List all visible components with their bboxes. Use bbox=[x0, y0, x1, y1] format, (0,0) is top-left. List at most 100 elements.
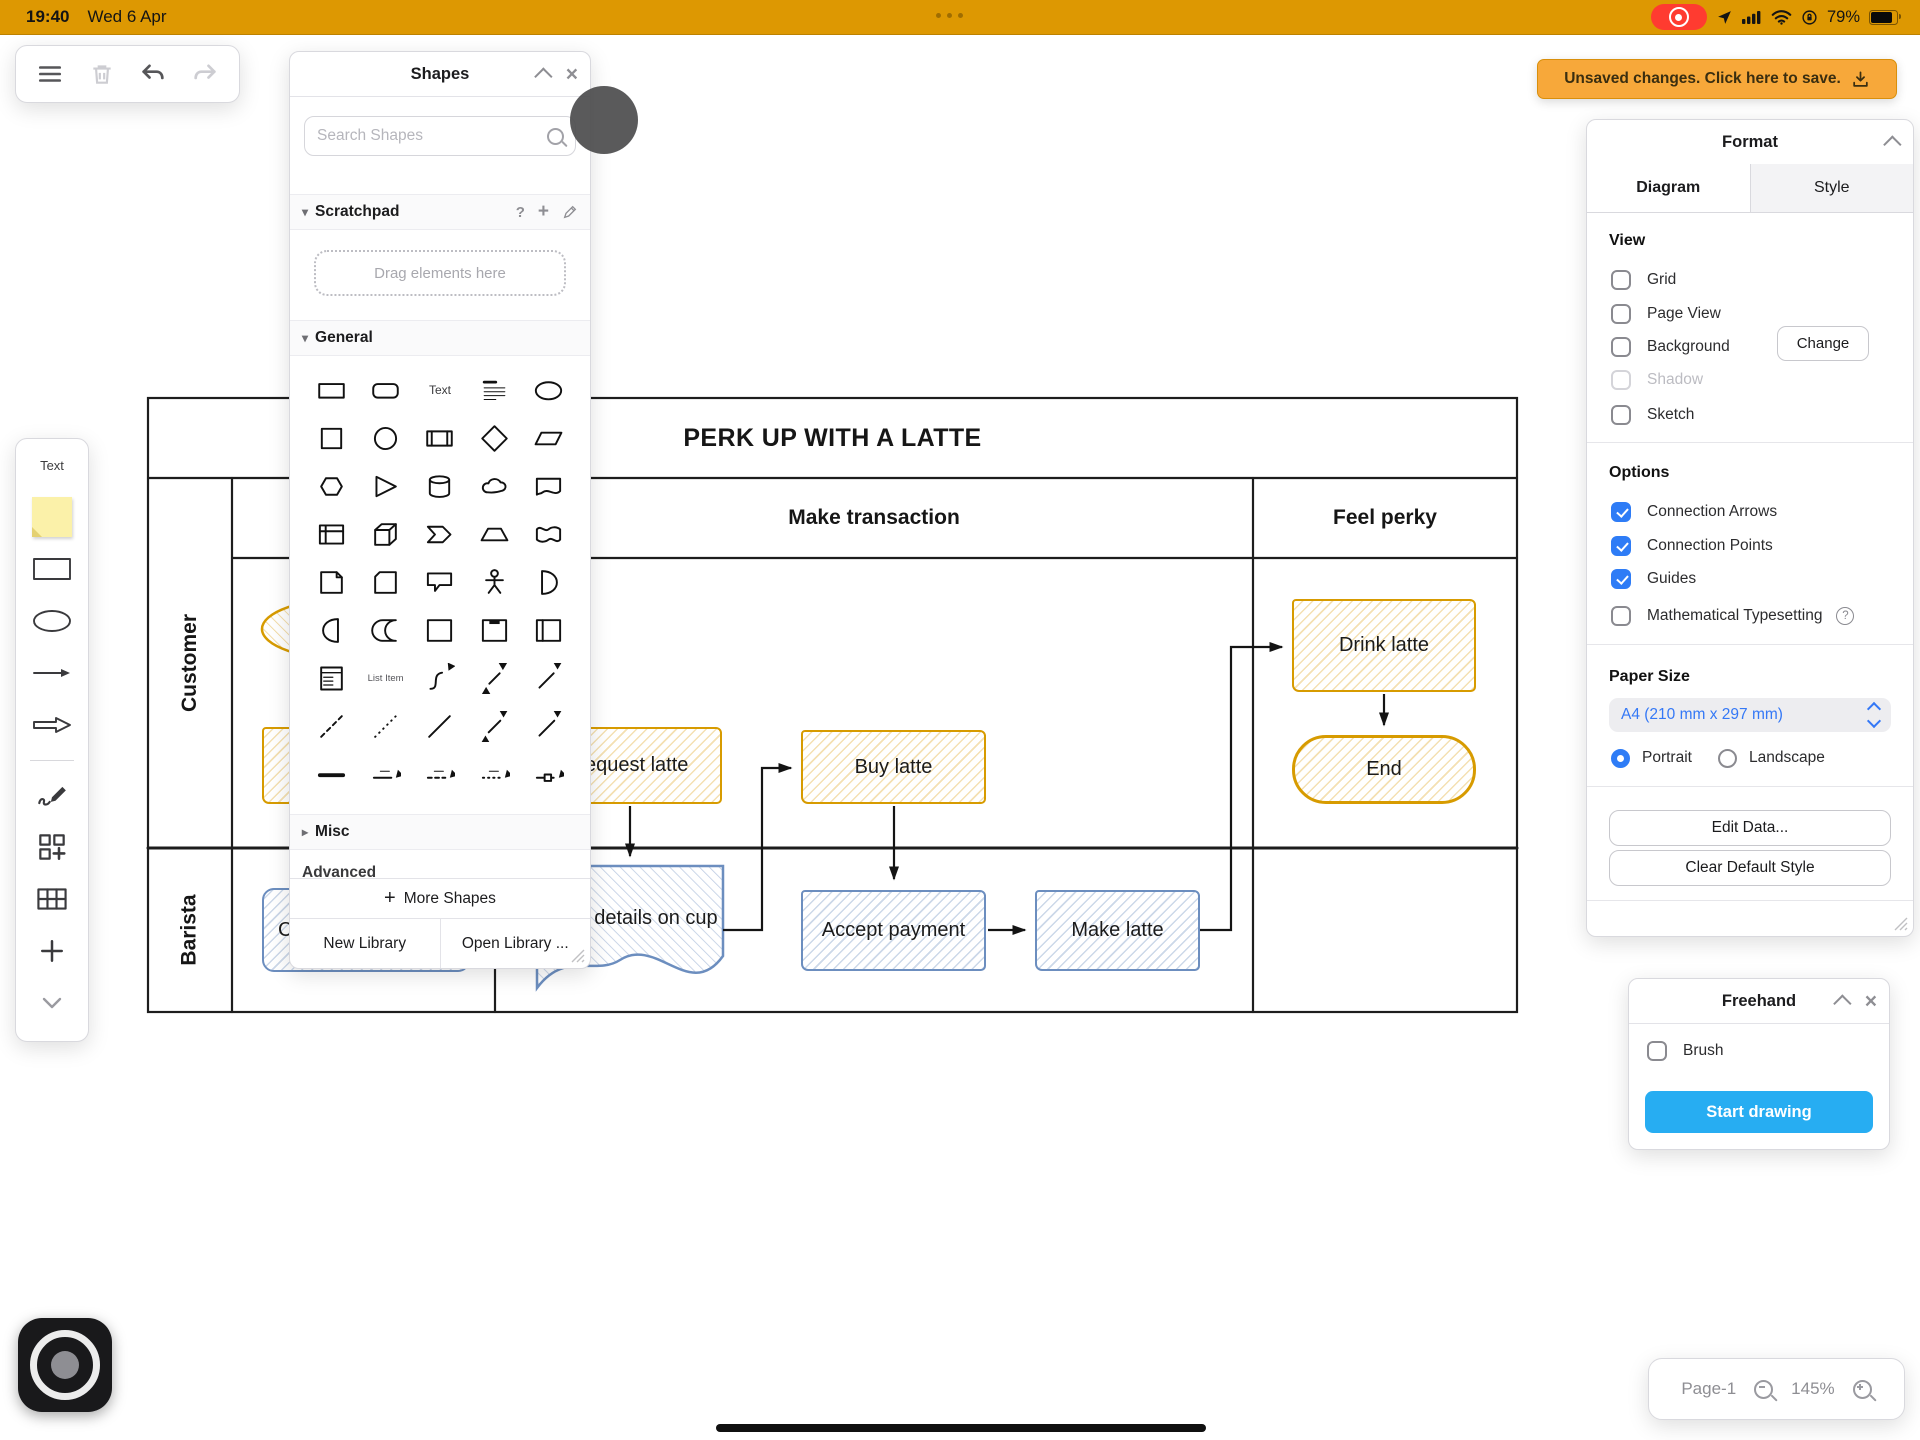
tab-diagram[interactable]: Diagram bbox=[1587, 164, 1750, 212]
shape-or[interactable] bbox=[522, 558, 576, 606]
home-indicator[interactable] bbox=[716, 1424, 1206, 1432]
shape-hexagon[interactable] bbox=[304, 462, 358, 510]
connection-points-checkbox[interactable] bbox=[1611, 536, 1631, 556]
shape-ellipse[interactable] bbox=[522, 366, 576, 414]
shape-dotted-labeled-arrow[interactable] bbox=[467, 750, 521, 798]
freehand-tool[interactable] bbox=[16, 769, 88, 821]
redo-button[interactable] bbox=[188, 57, 222, 91]
resize-handle-icon[interactable] bbox=[1894, 917, 1908, 931]
shape-actor[interactable] bbox=[467, 558, 521, 606]
page-view-checkbox[interactable] bbox=[1611, 304, 1631, 324]
shape-rounded-rectangle[interactable] bbox=[358, 366, 412, 414]
shape-and[interactable] bbox=[304, 606, 358, 654]
zoom-level[interactable]: 145% bbox=[1791, 1379, 1835, 1398]
column-header-make-transaction[interactable]: Make transaction bbox=[788, 506, 960, 529]
shape-trapezoid[interactable] bbox=[467, 510, 521, 558]
shape-document[interactable] bbox=[522, 462, 576, 510]
change-background-button[interactable]: Change bbox=[1777, 326, 1869, 361]
table-tool[interactable] bbox=[16, 873, 88, 925]
paper-size-select[interactable]: A4 (210 mm x 297 mm) bbox=[1609, 698, 1891, 732]
menu-button[interactable] bbox=[33, 57, 67, 91]
shadow-checkbox[interactable] bbox=[1611, 370, 1631, 390]
pool-title[interactable]: PERK UP WITH A LATTE bbox=[683, 423, 982, 452]
shape-textbox[interactable] bbox=[467, 366, 521, 414]
clear-default-style-button[interactable]: Clear Default Style bbox=[1609, 850, 1891, 886]
recording-indicator[interactable] bbox=[1650, 4, 1707, 30]
shape-container[interactable] bbox=[413, 606, 467, 654]
shape-vertical-frame[interactable] bbox=[522, 606, 576, 654]
chevron-down[interactable] bbox=[16, 977, 88, 1029]
shape-bidirectional-connector[interactable] bbox=[467, 702, 521, 750]
shape-process[interactable] bbox=[413, 414, 467, 462]
shape-dashed-line[interactable] bbox=[304, 702, 358, 750]
shape-link-arrow[interactable] bbox=[522, 750, 576, 798]
node-make-latte[interactable]: Make latte bbox=[1035, 890, 1200, 971]
close-icon[interactable]: × bbox=[565, 62, 578, 86]
ellipse-tool[interactable] bbox=[16, 595, 88, 647]
shape-internal-storage[interactable] bbox=[304, 510, 358, 558]
unsaved-changes-banner[interactable]: Unsaved changes. Click here to save. bbox=[1537, 59, 1897, 99]
connection-arrows-checkbox[interactable] bbox=[1611, 502, 1631, 522]
landscape-radio[interactable] bbox=[1717, 748, 1737, 768]
undo-button[interactable] bbox=[136, 57, 170, 91]
shape-step[interactable] bbox=[413, 510, 467, 558]
shape-tape[interactable] bbox=[522, 510, 576, 558]
help-icon[interactable]: ? bbox=[1836, 607, 1855, 625]
help-icon[interactable]: ? bbox=[515, 203, 525, 221]
shape-dotted-line[interactable] bbox=[358, 702, 412, 750]
scratchpad-dropzone[interactable]: Drag elements here bbox=[314, 250, 566, 296]
shape-directional-connector[interactable] bbox=[522, 702, 576, 750]
shape-curve[interactable] bbox=[413, 654, 467, 702]
more-shapes-button[interactable]: + More Shapes bbox=[290, 878, 590, 919]
section-misc[interactable]: ▸ Misc bbox=[290, 814, 590, 850]
edit-pencil-icon[interactable] bbox=[562, 204, 578, 220]
collapse-icon[interactable] bbox=[1883, 134, 1902, 154]
column-header-feel-perky[interactable]: Feel perky bbox=[1333, 506, 1437, 529]
shape-divider[interactable] bbox=[304, 750, 358, 798]
node-drink-latte[interactable]: Drink latte bbox=[1292, 599, 1476, 692]
shape-list-item[interactable]: List Item bbox=[367, 672, 404, 684]
node-accept-payment[interactable]: Accept payment bbox=[801, 890, 986, 971]
shape-square[interactable] bbox=[304, 414, 358, 462]
shape-circle[interactable] bbox=[358, 414, 412, 462]
resize-handle-icon[interactable] bbox=[571, 949, 585, 963]
new-library-button[interactable]: New Library bbox=[323, 934, 407, 952]
shape-parallelogram[interactable] bbox=[522, 414, 576, 462]
add-icon[interactable]: + bbox=[537, 201, 549, 222]
guides-checkbox[interactable] bbox=[1611, 569, 1631, 589]
edit-data-button[interactable]: Edit Data... bbox=[1609, 810, 1891, 846]
search-input[interactable] bbox=[304, 116, 576, 156]
add-shape-tool[interactable] bbox=[16, 821, 88, 873]
shape-dashed-labeled-arrow[interactable] bbox=[413, 750, 467, 798]
open-library-button[interactable]: Open Library ... bbox=[439, 919, 591, 968]
screen-recording-button[interactable] bbox=[18, 1318, 112, 1412]
shape-card[interactable] bbox=[358, 558, 412, 606]
shape-triangle[interactable] bbox=[358, 462, 412, 510]
background-checkbox[interactable] bbox=[1611, 337, 1631, 357]
shape-arrow-shape[interactable] bbox=[522, 654, 576, 702]
page-label[interactable]: Page-1 bbox=[1681, 1379, 1737, 1398]
shape-line[interactable] bbox=[413, 702, 467, 750]
text-tool[interactable]: Text bbox=[40, 457, 64, 473]
node-buy-latte[interactable]: Buy latte bbox=[801, 730, 986, 804]
collapse-icon[interactable] bbox=[533, 66, 553, 86]
zoom-in-icon[interactable] bbox=[1852, 1379, 1872, 1399]
arrow-tool[interactable] bbox=[16, 647, 88, 699]
tab-style[interactable]: Style bbox=[1749, 164, 1913, 212]
shape-frame[interactable] bbox=[467, 606, 521, 654]
section-general[interactable]: ▾ General bbox=[290, 320, 590, 356]
node-end[interactable]: End bbox=[1292, 735, 1476, 804]
sketch-checkbox[interactable] bbox=[1611, 405, 1631, 425]
section-advanced-clipped[interactable]: Advanced bbox=[302, 864, 377, 878]
shape-cube[interactable] bbox=[358, 510, 412, 558]
shape-labeled-arrow[interactable] bbox=[358, 750, 412, 798]
shape-callout[interactable] bbox=[413, 558, 467, 606]
section-scratchpad[interactable]: ▾ Scratchpad ? + bbox=[290, 194, 590, 230]
rectangle-tool[interactable] bbox=[16, 543, 88, 595]
shape-cloud[interactable] bbox=[467, 462, 521, 510]
start-drawing-button[interactable]: Start drawing bbox=[1645, 1091, 1873, 1133]
shape-bidirectional-arrow[interactable] bbox=[467, 654, 521, 702]
plus-tool[interactable] bbox=[16, 925, 88, 977]
shape-cylinder[interactable] bbox=[413, 462, 467, 510]
portrait-radio[interactable] bbox=[1611, 748, 1630, 768]
